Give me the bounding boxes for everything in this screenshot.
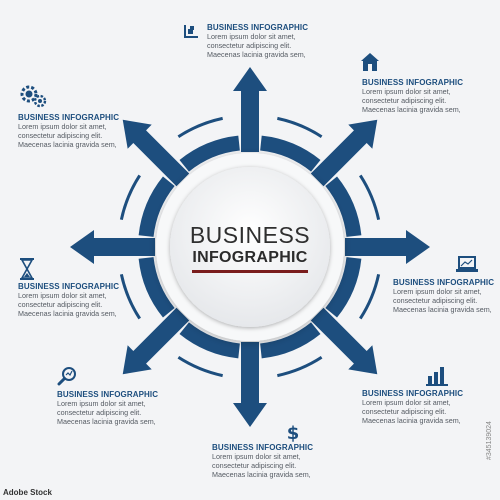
block-line: consectetur adipiscing elit.: [362, 407, 447, 416]
arrow-top: [233, 67, 267, 152]
arrow-left: [70, 230, 155, 264]
outer-thin-ring: [119, 116, 381, 378]
block-title: BUSINESS INFOGRAPHIC: [18, 113, 120, 122]
ring-segment: [138, 257, 175, 318]
thin-arc-segment: [277, 356, 323, 378]
block-title: BUSINESS INFOGRAPHIC: [57, 390, 159, 399]
arrow-right: [345, 230, 430, 264]
ring-segment: [179, 322, 240, 359]
block-line: consectetur adipiscing elit.: [393, 296, 478, 305]
block-line: consectetur adipiscing elit.: [57, 408, 142, 417]
block-line: Maecenas lacinia gravida sem,: [212, 470, 311, 479]
ring-segment: [325, 257, 362, 318]
thin-arc-segment: [277, 116, 323, 138]
center-subtitle: INFOGRAPHIC: [192, 249, 308, 266]
block-line: Lorem ipsum dolor sit amet,: [18, 122, 107, 131]
thin-arc-segment: [119, 174, 141, 220]
bar-chart-icon: [426, 367, 448, 386]
thin-arc-segment: [177, 116, 223, 138]
ring-segment: [179, 135, 240, 172]
info-block-left: BUSINESS INFOGRAPHIC Lorem ipsum dolor s…: [18, 282, 158, 318]
center-title: BUSINESS: [189, 222, 311, 248]
block-line: Maecenas lacinia gravida sem,: [18, 140, 117, 149]
block-line: Lorem ipsum dolor sit amet,: [393, 287, 482, 296]
block-line: Lorem ipsum dolor sit amet,: [362, 398, 451, 407]
arrow-bottom-left: [122, 307, 190, 375]
laptop-icon: [456, 256, 478, 272]
watermark-id: #345139024: [486, 421, 493, 460]
svg-text:$: $: [287, 423, 300, 442]
thin-arc-segment: [177, 356, 223, 378]
gears-icon: [20, 85, 47, 108]
org-chart-icon: [184, 25, 198, 38]
block-line: Maecenas lacinia gravida sem,: [362, 416, 461, 425]
block-line: Maecenas lacinia gravida sem,: [18, 309, 117, 318]
info-block-top: BUSINESS INFOGRAPHIC Lorem ipsum dolor s…: [207, 23, 347, 59]
info-block-top-right: BUSINESS INFOGRAPHIC Lorem ipsum dolor s…: [362, 78, 500, 114]
block-line: Lorem ipsum dolor sit amet,: [18, 291, 107, 300]
arrow-bottom: [233, 342, 267, 427]
block-line: consectetur adipiscing elit.: [212, 461, 297, 470]
arrow-bottom-right: [310, 307, 378, 375]
block-line: Maecenas lacinia gravida sem,: [362, 105, 461, 114]
block-line: consectetur adipiscing elit.: [362, 96, 447, 105]
magnifier-icon: [57, 367, 76, 386]
dollar-icon: $: [287, 423, 300, 442]
block-title: BUSINESS INFOGRAPHIC: [362, 78, 464, 87]
block-line: consectetur adipiscing elit.: [18, 300, 103, 309]
block-title: BUSINESS INFOGRAPHIC: [18, 282, 120, 291]
info-block-bottom-left: BUSINESS INFOGRAPHIC Lorem ipsum dolor s…: [57, 390, 197, 426]
block-line: Maecenas lacinia gravida sem,: [393, 305, 492, 314]
thin-arc-segment: [359, 274, 381, 320]
ring-segment: [260, 135, 321, 172]
block-line: Maecenas lacinia gravida sem,: [207, 50, 306, 59]
home-icon: [361, 53, 379, 71]
blue-ring: [138, 135, 362, 359]
block-title: BUSINESS INFOGRAPHIC: [362, 389, 464, 398]
block-title: BUSINESS INFOGRAPHIC: [207, 23, 309, 32]
block-line: Lorem ipsum dolor sit amet,: [57, 399, 146, 408]
center-underline: [192, 270, 308, 273]
info-block-bottom-right: BUSINESS INFOGRAPHIC Lorem ipsum dolor s…: [362, 389, 500, 425]
block-line: consectetur adipiscing elit.: [207, 41, 292, 50]
arrows-group: [70, 67, 430, 427]
watermark-brand: Adobe Stock: [3, 488, 52, 497]
ring-segment: [325, 176, 362, 237]
block-line: consectetur adipiscing elit.: [18, 131, 103, 140]
block-title: BUSINESS INFOGRAPHIC: [393, 278, 495, 287]
info-block-right: BUSINESS INFOGRAPHIC Lorem ipsum dolor s…: [393, 278, 500, 314]
info-block-top-left: BUSINESS INFOGRAPHIC Lorem ipsum dolor s…: [18, 113, 158, 149]
thin-arc-segment: [359, 174, 381, 220]
info-block-bottom: BUSINESS INFOGRAPHIC Lorem ipsum dolor s…: [212, 443, 352, 479]
ring-segment: [260, 322, 321, 359]
hourglass-icon: [20, 258, 34, 280]
ring-segment: [138, 176, 175, 237]
block-line: Lorem ipsum dolor sit amet,: [212, 452, 301, 461]
block-title: BUSINESS INFOGRAPHIC: [212, 443, 314, 452]
block-line: Maecenas lacinia gravida sem,: [57, 417, 156, 426]
center-disc-inner: [170, 167, 330, 327]
thin-arc-segment: [119, 274, 141, 320]
block-line: Lorem ipsum dolor sit amet,: [362, 87, 451, 96]
block-line: Lorem ipsum dolor sit amet,: [207, 32, 296, 41]
arrow-top-right: [310, 119, 378, 187]
arrow-top-left: [122, 119, 190, 187]
